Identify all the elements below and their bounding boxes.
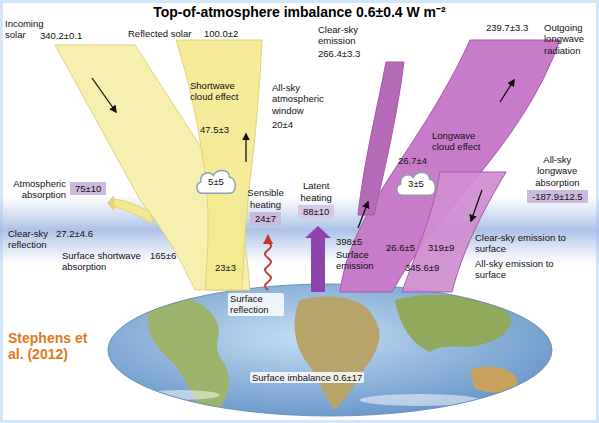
reflected-solar-band	[176, 40, 262, 290]
latent-heat-arrow	[305, 226, 331, 292]
continent	[395, 295, 511, 352]
flux-label: All-sky atmospheric window	[272, 82, 332, 116]
flux-label: 266.4±3.3	[318, 48, 360, 59]
ocean	[108, 284, 552, 416]
flux-value: 75±10	[75, 183, 101, 194]
flux-label: 20±4	[272, 119, 293, 130]
flux-value: 88±10	[303, 206, 329, 217]
flux-label: Reflected solar	[128, 28, 191, 39]
flux-box: Sensible heating24±7	[250, 212, 281, 225]
flux-label: All-sky emission to surface	[475, 258, 567, 281]
flux-heading: Atmospheric absorption	[4, 177, 66, 200]
flow-arrow	[500, 80, 514, 102]
absorption-arrowhead	[107, 195, 114, 211]
cloud-node: 3±5	[395, 170, 437, 198]
flux-label: 100.0±2	[204, 28, 238, 39]
flux-label: 27.2±4.6	[56, 228, 93, 239]
flow-arrow	[245, 134, 246, 162]
flux-label: Surface shortwave absorption	[62, 250, 150, 273]
flux-label: Outgoing longwave radiation	[544, 22, 594, 56]
flux-label: Surface reflection	[228, 293, 284, 316]
flux-label: 23±3	[215, 262, 236, 273]
flux-heading: All-sky longwave absorption	[524, 154, 590, 188]
flux-label: 340.2±0.1	[40, 30, 82, 41]
cloud-shape	[197, 170, 235, 193]
sensible-heat-arrow	[265, 236, 271, 290]
continent	[295, 296, 380, 410]
flux-label: Shortwave cloud effect	[190, 80, 252, 103]
flux-label: Clear-sky reflection	[8, 228, 56, 251]
flux-heading: Latent heating	[292, 180, 340, 203]
flux-label: Longwave cloud effect	[432, 130, 492, 153]
flux-label: Surface imbalance 0.6±17	[250, 372, 364, 383]
flux-label: 26.6±5	[386, 242, 415, 253]
citation: Stephens et al. (2012)	[8, 330, 103, 362]
flux-label: 398±5	[336, 236, 362, 247]
flux-label: 345.6±9	[405, 262, 439, 273]
flux-label: 26.7±4	[398, 155, 427, 166]
cloud-node: 5±5	[195, 168, 237, 196]
flux-box: Atmospheric absorption75±10	[70, 182, 106, 195]
earth-globe	[108, 284, 552, 416]
flux-value: -187.9±12.5	[532, 191, 583, 202]
flux-label: 47.5±3	[200, 124, 229, 135]
flux-label: 319±9	[428, 242, 454, 253]
earth-outline	[108, 284, 552, 416]
flow-arrow	[92, 78, 116, 112]
flow-arrow	[358, 202, 368, 228]
flux-label: Surface emission	[336, 249, 386, 272]
flow-arrow	[471, 190, 482, 221]
surface-emission-band	[340, 40, 560, 292]
cloud-streak	[360, 394, 480, 406]
flux-label: Clear-sky emission to surface	[475, 232, 567, 255]
flux-heading: Sensible heating	[242, 187, 290, 210]
absorption-branch	[114, 199, 153, 224]
flux-value: 3±5	[408, 178, 424, 189]
flux-box: Latent heating88±10	[298, 205, 334, 218]
flux-label: 239.7±3.3	[486, 22, 528, 33]
diagram-title: Top-of-atmosphere imbalance 0.6±0.4 W m⁻…	[0, 4, 599, 21]
flux-value: 24±7	[255, 213, 276, 224]
flux-value: 5±5	[208, 176, 224, 187]
flux-label: 165±6	[150, 250, 176, 261]
flux-box: All-sky longwave absorption-187.9±12.5	[527, 190, 588, 203]
flux-label: Clear-sky emission	[318, 24, 373, 47]
cloud-shape	[397, 172, 435, 195]
